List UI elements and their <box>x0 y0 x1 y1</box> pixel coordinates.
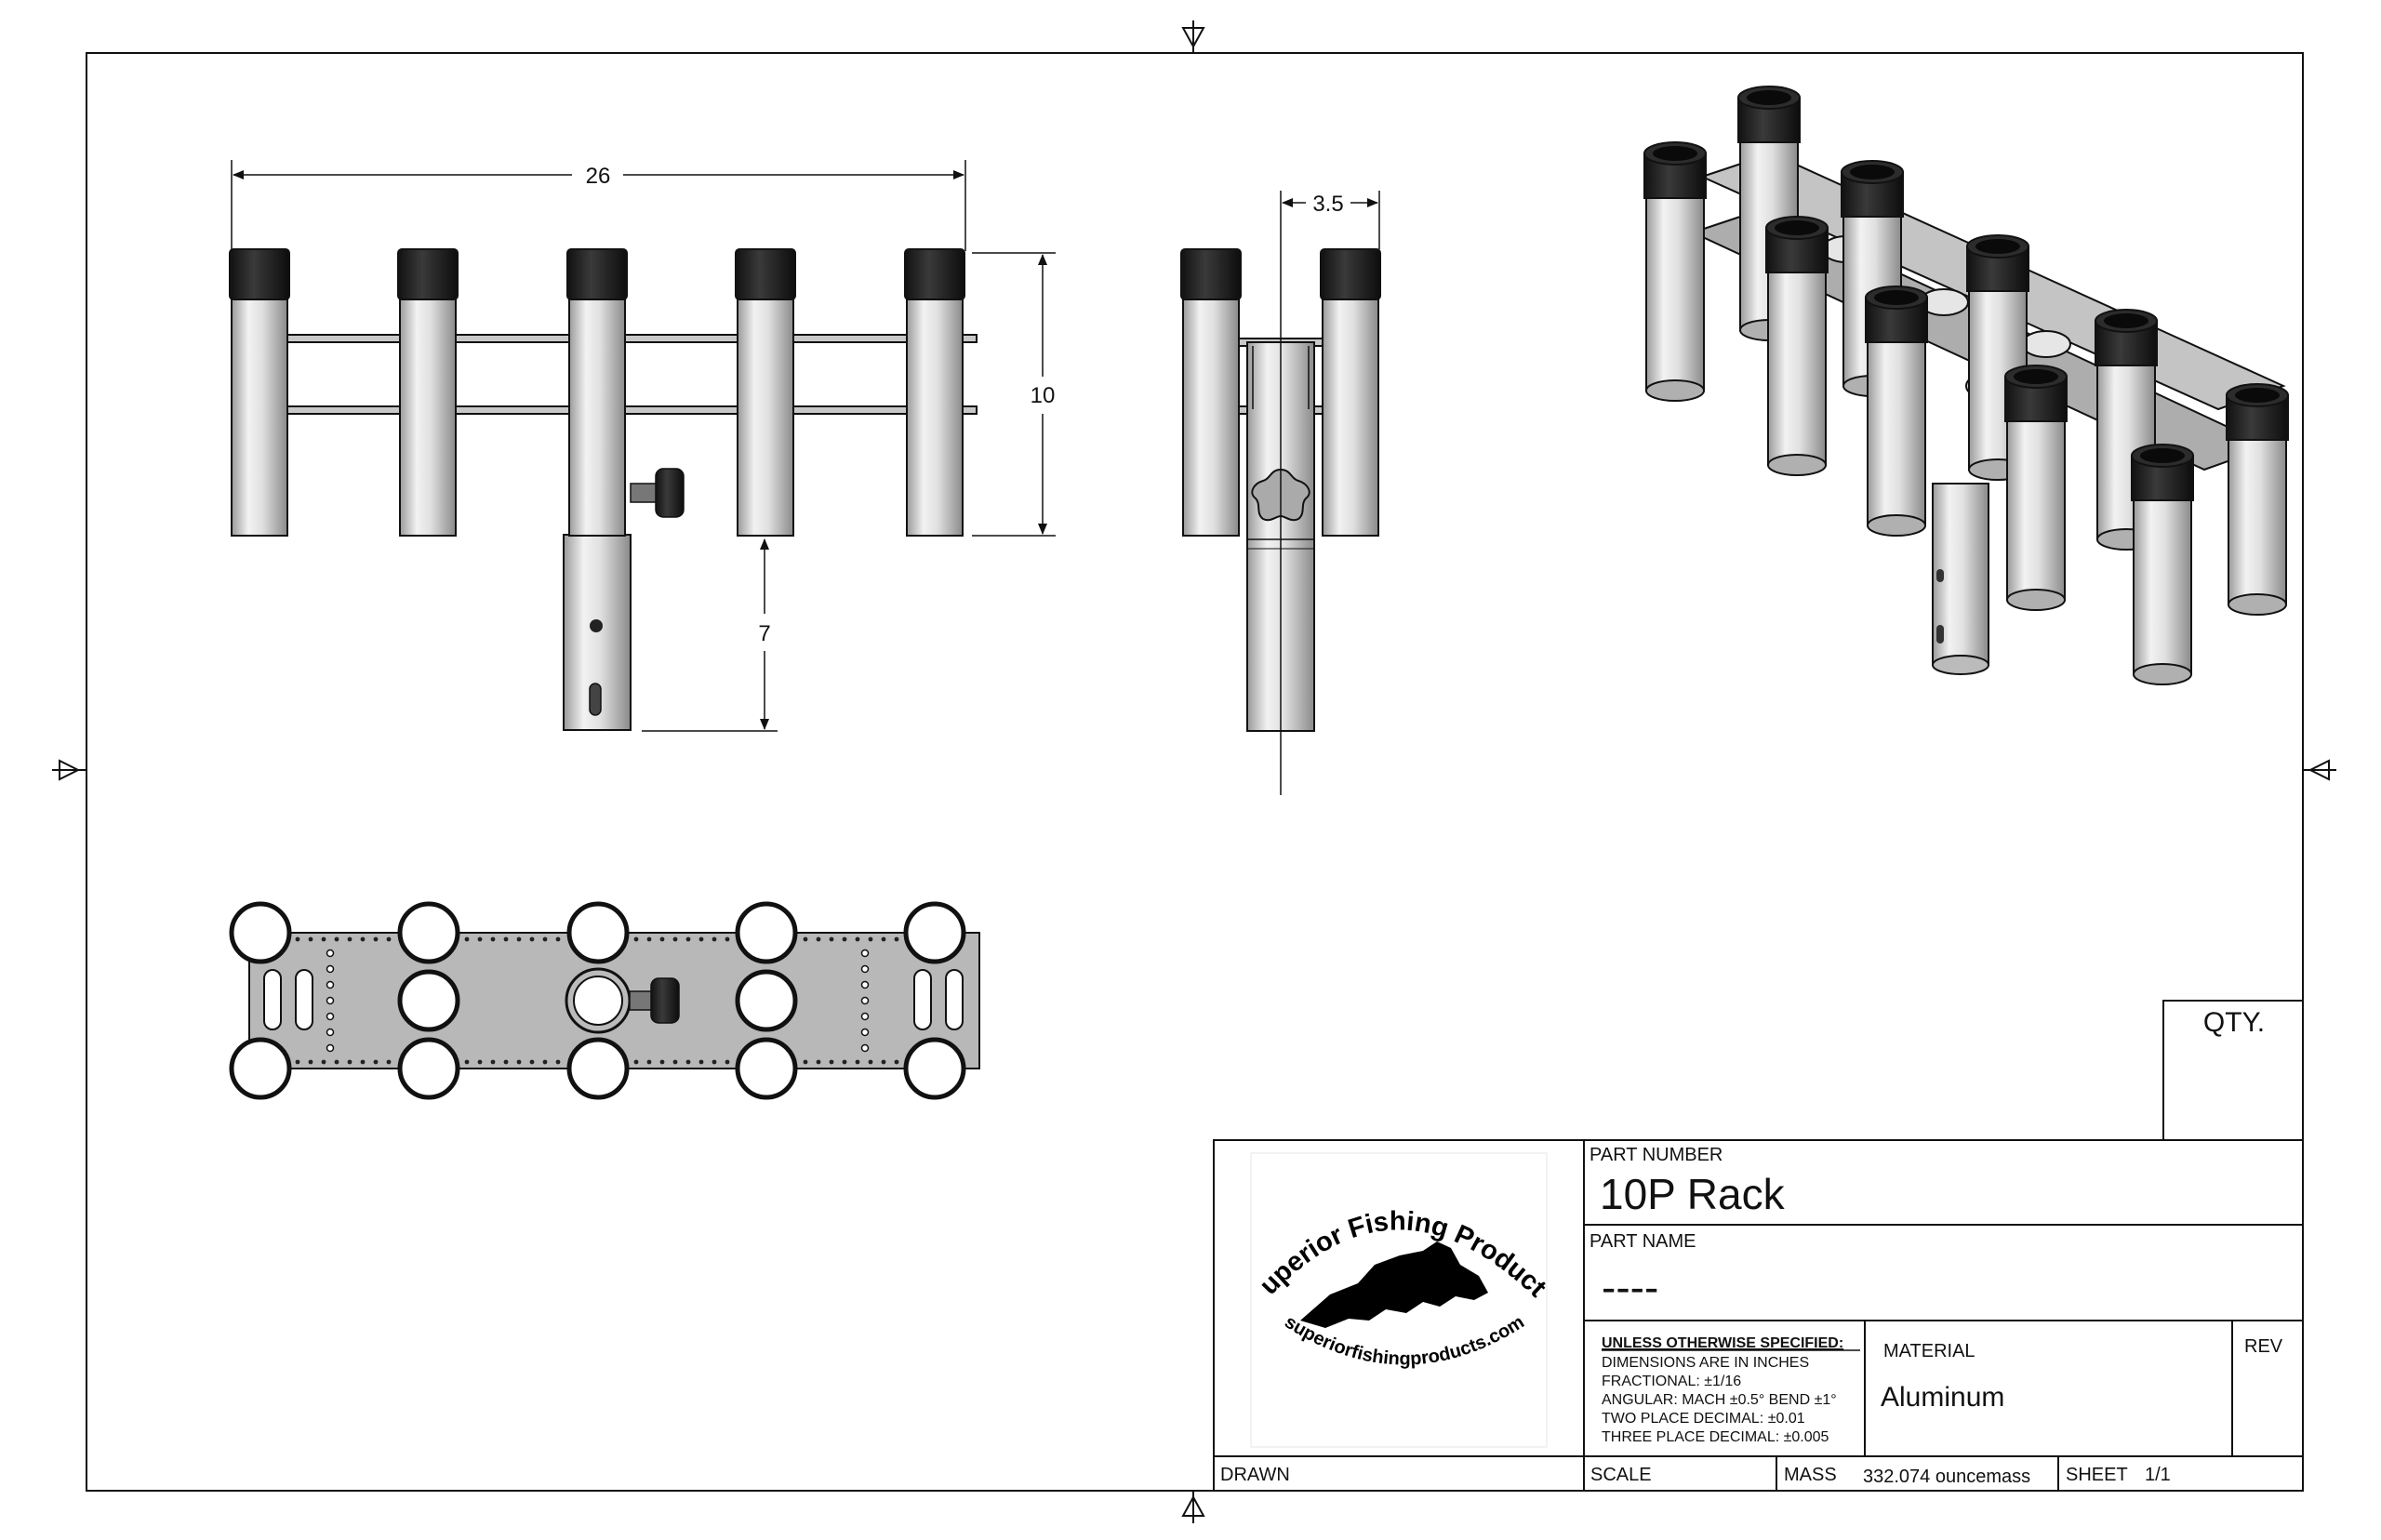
center-marks <box>52 20 2336 1523</box>
side-view <box>1180 191 1381 795</box>
dimension-depth <box>1282 191 1380 249</box>
tube-ring <box>735 1037 798 1100</box>
dim-post-label: 7 <box>758 621 770 646</box>
rod-tube <box>568 289 626 537</box>
top-view <box>229 901 980 1100</box>
dimension-post <box>642 538 778 732</box>
tube-ring <box>566 901 630 964</box>
iso-tube <box>2228 422 2287 605</box>
sheet-label: SHEET <box>2066 1465 2128 1485</box>
tube-ring <box>229 901 292 964</box>
tube-ring <box>735 969 798 1032</box>
rod-tube <box>231 289 288 537</box>
qty-label: QTY. <box>2203 1007 2265 1038</box>
part-number-value: 10P Rack <box>1600 1170 1786 1218</box>
tube-ring <box>903 1037 966 1100</box>
mass-value: 332.074 ouncemass <box>1863 1467 2030 1487</box>
tolerance-line: ANGULAR: MACH ±0.5° BEND ±1° <box>1602 1392 1837 1408</box>
tolerance-line: TWO PLACE DECIMAL: ±0.01 <box>1602 1411 1805 1427</box>
part-number-label: PART NUMBER <box>1590 1145 1723 1165</box>
tolerances-heading: UNLESS OTHERWISE SPECIFIED: <box>1602 1335 1843 1351</box>
post-slot <box>589 683 602 716</box>
tube-cap <box>904 248 965 300</box>
dimension-height <box>972 252 1056 537</box>
material-value: Aluminum <box>1881 1382 2004 1413</box>
drawn-label: DRAWN <box>1220 1465 1290 1485</box>
tolerance-line: FRACTIONAL: ±1/16 <box>1602 1374 1741 1389</box>
sheet-border <box>86 52 2304 1492</box>
rod-tube <box>906 289 964 537</box>
mass-label: MASS <box>1784 1465 1837 1485</box>
tube-ring <box>566 1037 630 1100</box>
lake-silhouette-icon <box>1300 1241 1488 1328</box>
part-name-label: PART NAME <box>1590 1231 1696 1252</box>
tube-ring <box>397 969 460 1032</box>
isometric-view <box>1643 86 2289 685</box>
dim-depth-label: 3.5 <box>1312 192 1343 217</box>
title-block <box>1213 1000 2304 1492</box>
tube-cap <box>397 248 459 300</box>
scale-label: SCALE <box>1590 1465 1652 1485</box>
iso-tube <box>1767 255 1827 466</box>
material-label: MATERIAL <box>1883 1341 1975 1361</box>
tube-cap <box>229 248 290 300</box>
iso-tube <box>2006 404 2066 601</box>
tube-cap <box>566 248 628 300</box>
dim-height-label: 10 <box>1031 383 1056 408</box>
sheet-value: 1/1 <box>2145 1465 2171 1485</box>
part-name-value: ---- <box>1602 1263 1658 1311</box>
iso-tube <box>1867 325 1926 526</box>
knob <box>630 468 685 518</box>
post-hole <box>590 619 603 632</box>
iso-tube <box>1645 180 1705 392</box>
tube-ring <box>735 901 798 964</box>
rod-tube <box>737 289 794 537</box>
tube-cap <box>735 248 796 300</box>
dimension-width <box>231 160 966 251</box>
tube-ring <box>397 1037 460 1100</box>
tolerance-line: THREE PLACE DECIMAL: ±0.005 <box>1602 1429 1829 1445</box>
rev-label: REV <box>2244 1336 2283 1357</box>
front-view <box>229 248 978 731</box>
tube-ring <box>397 901 460 964</box>
tolerance-line: DIMENSIONS ARE IN INCHES <box>1602 1355 1809 1371</box>
rod-tube <box>399 289 457 537</box>
iso-tube <box>2133 483 2192 675</box>
tube-ring <box>903 901 966 964</box>
tube-ring <box>229 1037 292 1100</box>
dim-width-label: 26 <box>586 164 611 189</box>
